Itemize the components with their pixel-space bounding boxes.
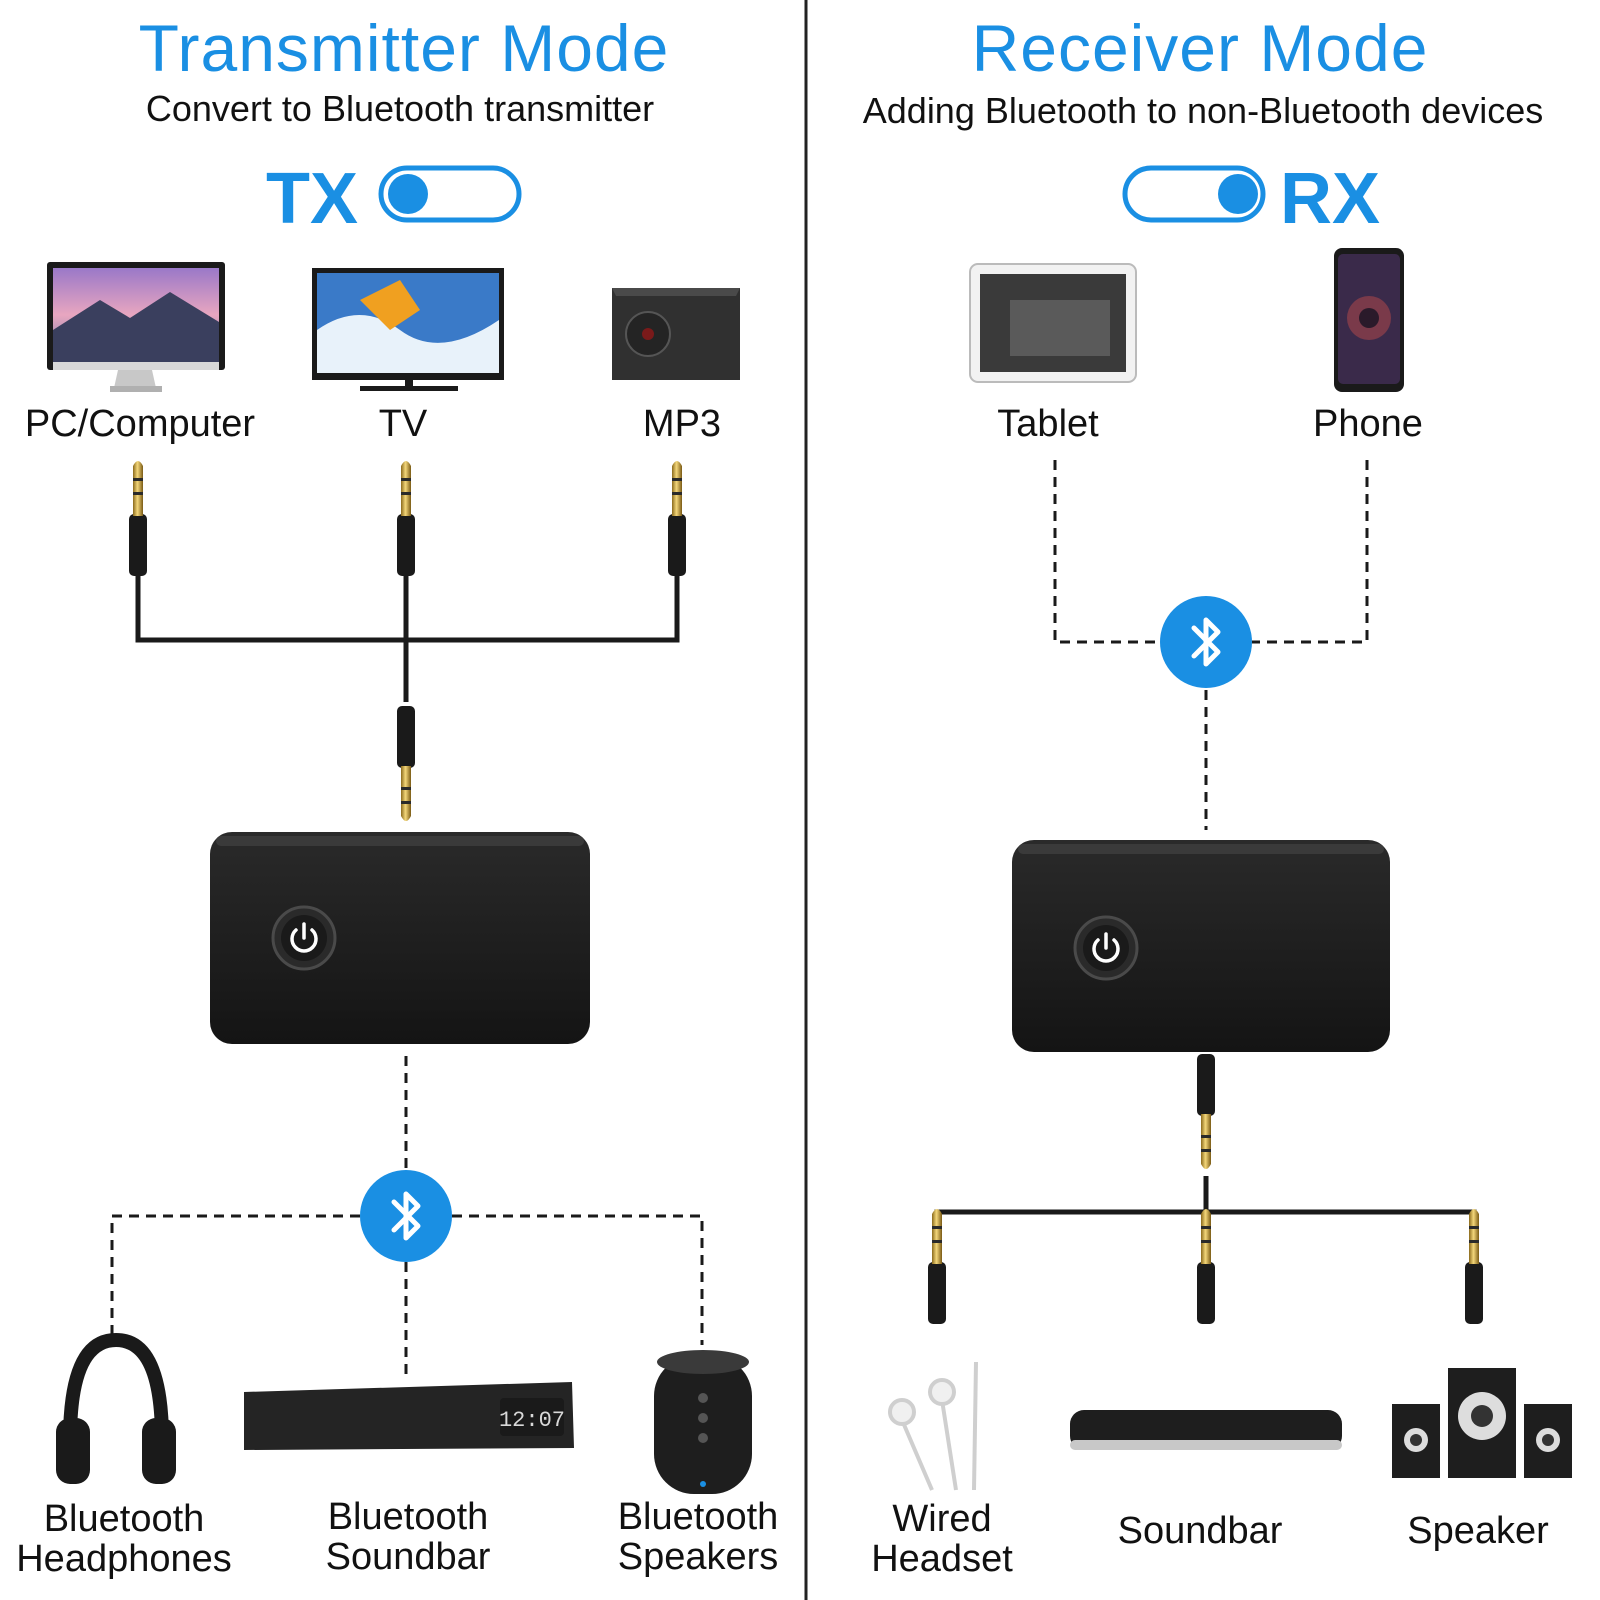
soundbar-icon: 12:07 [244, 1382, 574, 1450]
phone-icon [1334, 248, 1404, 392]
tx-adapter-device [210, 832, 590, 1044]
bluetooth-icon [360, 1170, 452, 1262]
source-label-pc: PC/Computer [24, 403, 256, 445]
speaker-icon [1392, 1368, 1572, 1478]
audio-jack-icon [397, 461, 415, 576]
speaker-icon [654, 1350, 752, 1494]
power-icon [271, 905, 337, 971]
rx-toggle-switch [1122, 165, 1266, 223]
headphones-icon [56, 1332, 176, 1484]
earphones-icon [888, 1361, 978, 1491]
receiver-subtitle: Adding Bluetooth to non-Bluetooth device… [862, 90, 1544, 131]
power-icon [1073, 915, 1139, 981]
audio-jack-icon [1197, 1209, 1215, 1324]
source-label-tablet: Tablet [997, 403, 1099, 445]
monitor-icon [47, 262, 225, 392]
transmitter-subtitle: Convert to Bluetooth transmitter [145, 88, 655, 129]
tablet-icon [969, 263, 1137, 383]
audio-jack-icon [1465, 1209, 1483, 1324]
rx-adapter-device [1012, 840, 1390, 1052]
tx-toggle-switch [378, 165, 522, 223]
audio-jack-icon [397, 706, 415, 821]
mp3-icon [612, 288, 740, 380]
tx-bluetooth-links [110, 1056, 704, 1380]
tv-icon [312, 268, 504, 391]
soundbar-display-text: 12:07 [499, 1408, 565, 1433]
audio-jack-icon [1197, 1054, 1215, 1169]
bluetooth-icon [1160, 596, 1252, 688]
source-label-phone: Phone [1313, 403, 1423, 445]
source-label-tv: TV [378, 403, 428, 445]
audio-jack-icon [668, 461, 686, 576]
transmitter-title: Transmitter Mode [138, 11, 670, 85]
rx-bluetooth-links [1053, 460, 1369, 830]
output-label-speaker: Speaker [1407, 1510, 1549, 1552]
audio-jack-icon [129, 461, 147, 576]
receiver-title: Receiver Mode [971, 11, 1429, 85]
tx-label: TX [266, 159, 359, 239]
rx-label: RX [1280, 159, 1381, 239]
soundbar-icon [1070, 1410, 1342, 1450]
output-label-soundbar: Soundbar [1117, 1510, 1283, 1552]
source-label-mp3: MP3 [642, 403, 722, 445]
tx-cable-splitter [135, 570, 680, 702]
